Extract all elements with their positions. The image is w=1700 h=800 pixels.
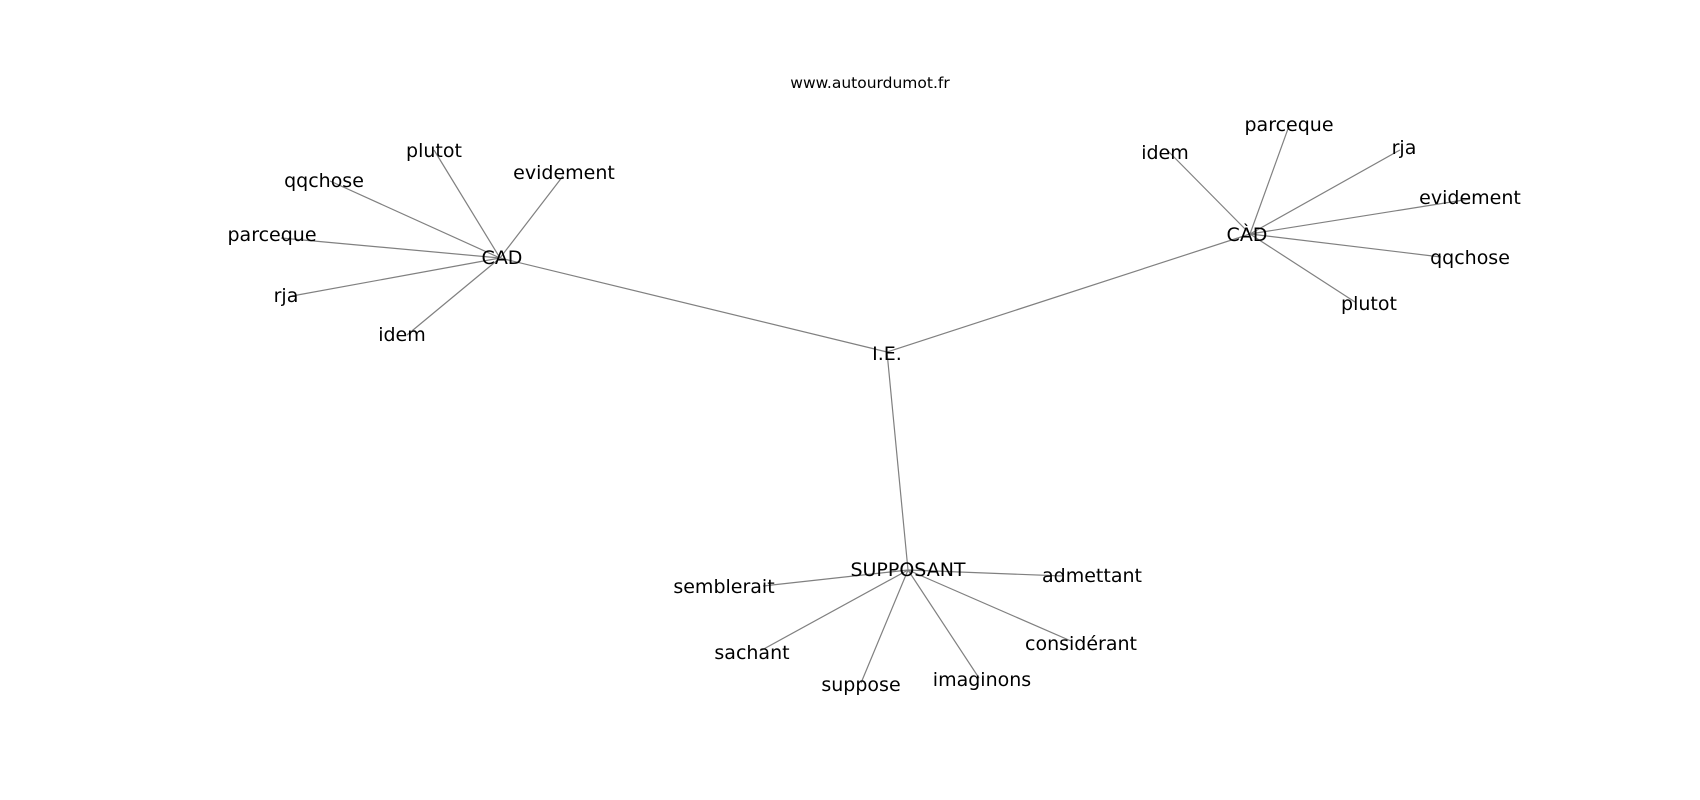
center-node-label: I.E. [872, 343, 902, 365]
leaf-label: semblerait [673, 576, 774, 598]
leaf-edge [1249, 233, 1356, 303]
source-caption: www.autourdumot.fr [790, 74, 950, 92]
edge-layer [280, 125, 1471, 684]
hub-label-supposant: SUPPOSANT [850, 559, 965, 581]
leaf-edge [291, 257, 501, 297]
leaf-label: considérant [1025, 633, 1137, 655]
leaf-label: rja [1392, 137, 1417, 159]
leaf-label: parceque [227, 224, 316, 246]
leaf-edge [907, 569, 1072, 642]
leaf-label: idem [1141, 142, 1189, 164]
hub-edge [886, 233, 1251, 353]
leaf-label: plutot [406, 140, 462, 162]
leaf-edge [860, 569, 909, 684]
leaf-label: admettant [1042, 565, 1142, 587]
leaf-edge [907, 569, 1064, 577]
leaf-edge [1249, 198, 1471, 235]
leaf-edge [1249, 233, 1442, 258]
leaf-edge [762, 569, 909, 587]
leaf-label: qqchose [1430, 247, 1510, 269]
leaf-edge [1249, 149, 1401, 235]
leaf-edge [907, 569, 980, 679]
leaf-label: qqchose [284, 170, 364, 192]
leaf-label: sachant [714, 642, 789, 664]
leaf-edge [329, 180, 501, 259]
leaf-label: parceque [1244, 114, 1333, 136]
leaf-label: plutot [1341, 293, 1397, 315]
leaf-label: imaginons [933, 669, 1031, 691]
leaf-edge [759, 569, 909, 652]
leaf-edge [1249, 125, 1290, 235]
hub-edge [499, 257, 888, 353]
leaf-edge [406, 257, 501, 336]
leaf-edge [499, 175, 564, 259]
hub-edge [886, 351, 909, 571]
leaf-edge [280, 237, 501, 259]
leaf-label: evidement [513, 162, 615, 184]
hub-label-cad-accent: CÀD [1227, 223, 1268, 246]
leaf-label: rja [274, 285, 299, 307]
leaf-edge [433, 149, 501, 259]
leaf-label: idem [378, 324, 426, 346]
hub-label-cad: CAD [482, 247, 523, 269]
leaf-edge [1166, 149, 1251, 235]
leaf-label: evidement [1419, 187, 1521, 209]
leaf-label: suppose [821, 674, 900, 696]
